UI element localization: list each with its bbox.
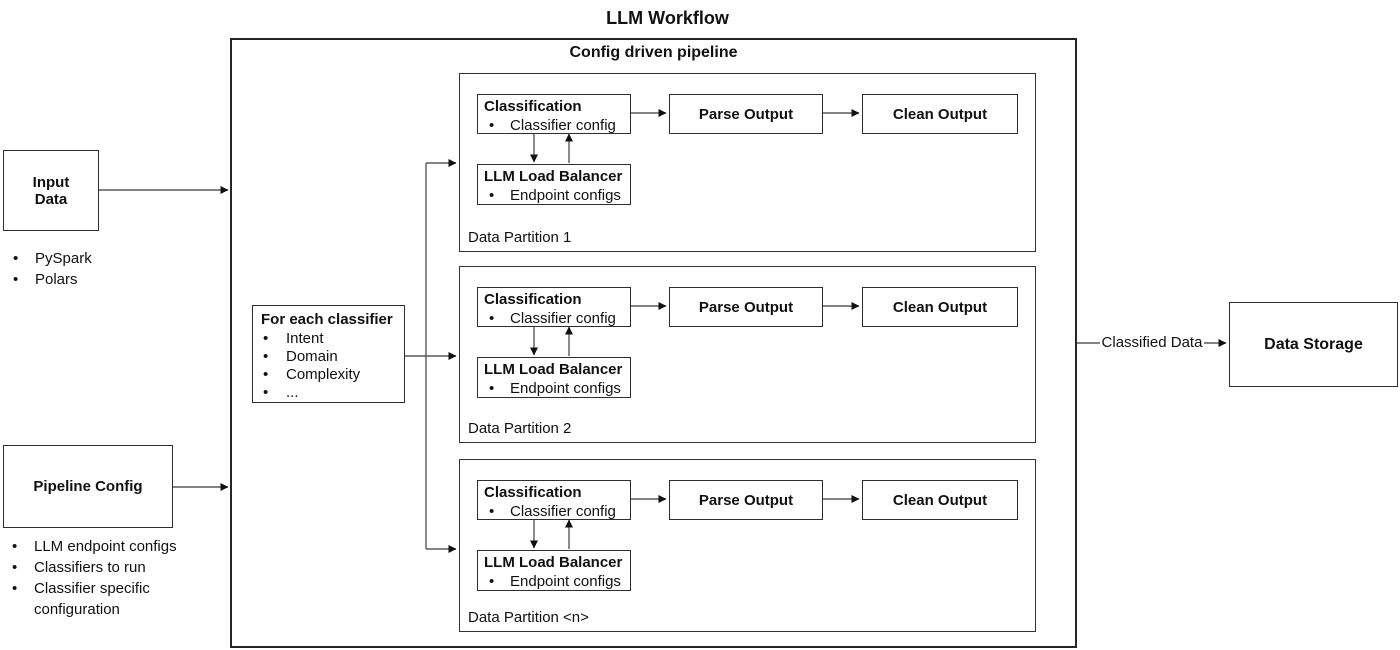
llm-load-balancer-title: LLM Load Balancer [484, 168, 623, 185]
list-item-label: LLM endpoint configs [34, 538, 177, 555]
list-item-label: Polars [35, 271, 78, 288]
list-item: • Endpoint configs [484, 573, 624, 591]
classification-box: Classification • Classifier config [477, 287, 631, 327]
llm-load-balancer-title: LLM Load Balancer [484, 361, 623, 378]
input-data-list: • PySpark • Polars [13, 248, 213, 290]
list-item-label: Classifier specific configuration [34, 580, 150, 618]
list-item-label: PySpark [35, 250, 92, 267]
llm-load-balancer-box: LLM Load Balancer • Endpoint configs [477, 550, 631, 591]
parse-output-label: Parse Output [698, 105, 794, 123]
partition-label: Data Partition 2 [468, 420, 572, 437]
input-data-title: Input Data [32, 173, 70, 208]
bullet-icon: • [263, 366, 269, 383]
list-item: • Intent [263, 330, 396, 348]
list-item: • PySpark [13, 248, 213, 269]
list-item-label: Classifier config [510, 310, 616, 327]
bullet-icon: • [12, 580, 18, 597]
parse-output-label: Parse Output [698, 298, 794, 316]
bullet-icon: • [489, 503, 495, 520]
data-storage-box: Data Storage [1229, 302, 1398, 387]
list-item-label: ... [286, 384, 299, 401]
pipeline-box-title: Config driven pipeline [569, 44, 738, 61]
list-item-label: Domain [286, 348, 338, 365]
list-item: • Classifier config [484, 503, 624, 521]
list-item: • Polars [13, 269, 213, 290]
list-item: • Classifiers to run [12, 557, 222, 578]
partition-box-1: Classification • Classifier config LLM L… [459, 73, 1036, 252]
partition-label: Data Partition <n> [468, 609, 589, 626]
bullet-icon: • [263, 330, 269, 347]
list-item: • Classifier specific configuration [12, 578, 222, 620]
list-item: • Classifier config [484, 117, 624, 135]
data-storage-label: Data Storage [1264, 335, 1363, 353]
list-item-label: Classifiers to run [34, 559, 146, 576]
classification-title: Classification [484, 98, 582, 115]
bullet-icon: • [263, 384, 269, 401]
llm-load-balancer-title: LLM Load Balancer [484, 554, 623, 571]
parse-output-box: Parse Output [669, 94, 823, 134]
for-each-classifier-box: For each classifier • Intent • Domain • … [252, 305, 405, 403]
bullet-icon: • [489, 310, 495, 327]
classification-box: Classification • Classifier config [477, 480, 631, 520]
partition-label: Data Partition 1 [468, 229, 572, 246]
parse-output-box: Parse Output [669, 480, 823, 520]
bullet-icon: • [489, 380, 495, 397]
list-item-label: Complexity [286, 366, 361, 383]
bullet-icon: • [13, 271, 19, 288]
diagram-title: LLM Workflow [606, 8, 729, 28]
input-data-box: Input Data [3, 150, 99, 231]
bullet-icon: • [489, 117, 495, 134]
partition-box-2: Classification • Classifier config LLM L… [459, 266, 1036, 443]
clean-output-label: Clean Output [892, 105, 988, 123]
for-each-classifier-list: • Intent • Domain • Complexity • ... [261, 330, 396, 402]
list-item: • Classifier config [484, 310, 624, 328]
bullet-icon: • [489, 187, 495, 204]
list-item: • Endpoint configs [484, 187, 624, 205]
parse-output-label: Parse Output [698, 491, 794, 509]
list-item-label: Endpoint configs [510, 380, 621, 397]
clean-output-box: Clean Output [862, 287, 1018, 327]
list-item: • ... [263, 384, 396, 402]
pipeline-box: Config driven pipeline [230, 38, 1077, 648]
parse-output-box: Parse Output [669, 287, 823, 327]
classification-title: Classification [484, 484, 582, 501]
bullet-icon: • [12, 559, 18, 576]
list-item: • Domain [263, 348, 396, 366]
bullet-icon: • [12, 538, 18, 555]
classification-title: Classification [484, 291, 582, 308]
for-each-classifier-title: For each classifier [261, 311, 393, 328]
llm-load-balancer-box: LLM Load Balancer • Endpoint configs [477, 357, 631, 398]
list-item-label: Classifier config [510, 503, 616, 520]
clean-output-box: Clean Output [862, 94, 1018, 134]
pipeline-config-title: Pipeline Config [33, 478, 143, 495]
clean-output-box: Clean Output [862, 480, 1018, 520]
list-item: • Endpoint configs [484, 380, 624, 398]
classified-data-label: Classified Data [1100, 334, 1204, 351]
llm-load-balancer-box: LLM Load Balancer • Endpoint configs [477, 164, 631, 205]
list-item-label: Endpoint configs [510, 187, 621, 204]
clean-output-label: Clean Output [892, 298, 988, 316]
clean-output-label: Clean Output [892, 491, 988, 509]
list-item-label: Intent [286, 330, 324, 347]
list-item: • Complexity [263, 366, 396, 384]
list-item-label: Endpoint configs [510, 573, 621, 590]
classification-box: Classification • Classifier config [477, 94, 631, 134]
pipeline-config-list: • LLM endpoint configs • Classifiers to … [12, 536, 222, 620]
pipeline-config-box: Pipeline Config [3, 445, 173, 528]
list-item-label: Classifier config [510, 117, 616, 134]
bullet-icon: • [263, 348, 269, 365]
bullet-icon: • [489, 573, 495, 590]
bullet-icon: • [13, 250, 19, 267]
list-item: • LLM endpoint configs [12, 536, 222, 557]
partition-box-n: Classification • Classifier config LLM L… [459, 459, 1036, 632]
